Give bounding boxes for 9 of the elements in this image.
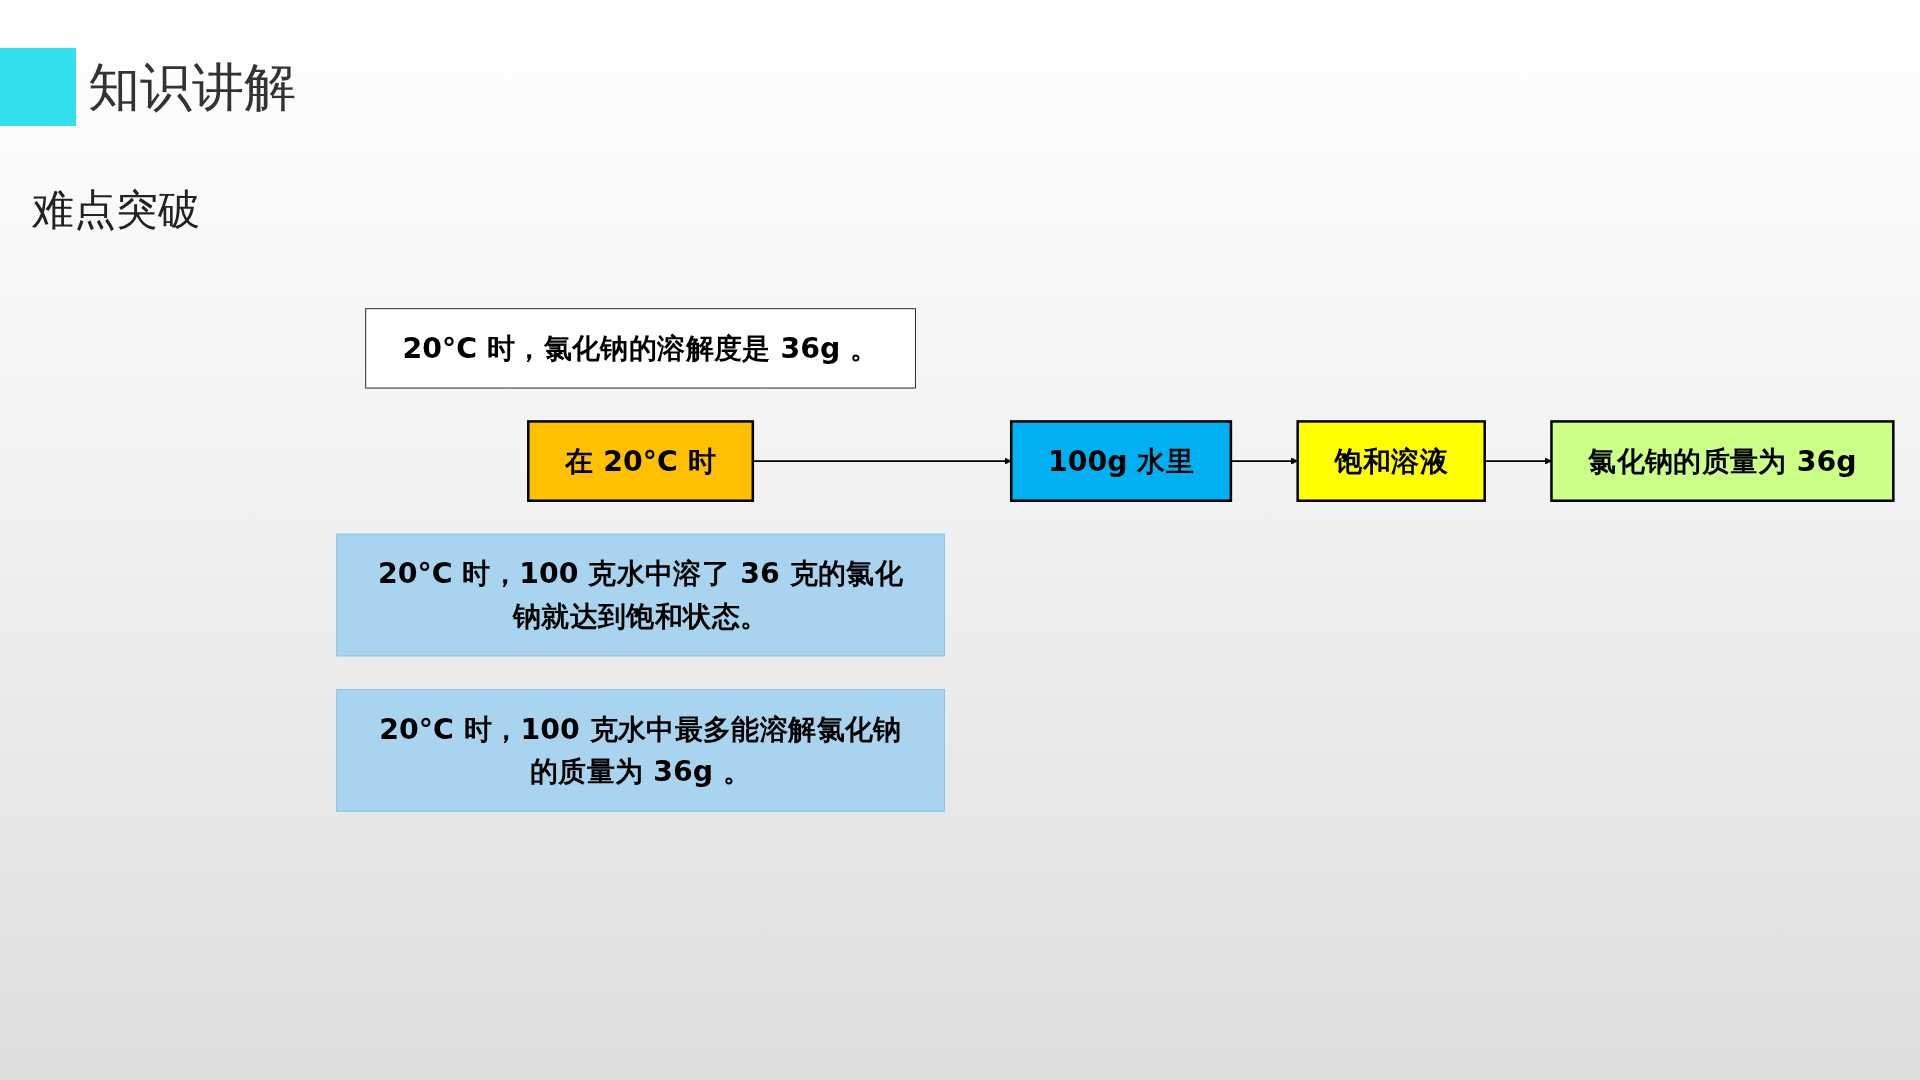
slide-title: 知识讲解: [88, 56, 296, 119]
section-subtitle: 难点突破: [32, 184, 200, 236]
text-box: 在 20°C 时: [527, 420, 755, 502]
arrow: [1230, 457, 1298, 465]
text-box: 20°C 时，氯化钠的溶解度是 36g 。: [365, 308, 916, 389]
text-box: 100g 水里: [1009, 420, 1233, 502]
text-box: 20°C 时，100 克水中最多能溶解氯化钠的质量为 36g 。: [336, 689, 945, 812]
text-box: 20°C 时，100 克水中溶了 36 克的氯化钠就达到饱和状态。: [336, 533, 945, 657]
text-box: 氯化钠的质量为 36g: [1550, 420, 1895, 502]
